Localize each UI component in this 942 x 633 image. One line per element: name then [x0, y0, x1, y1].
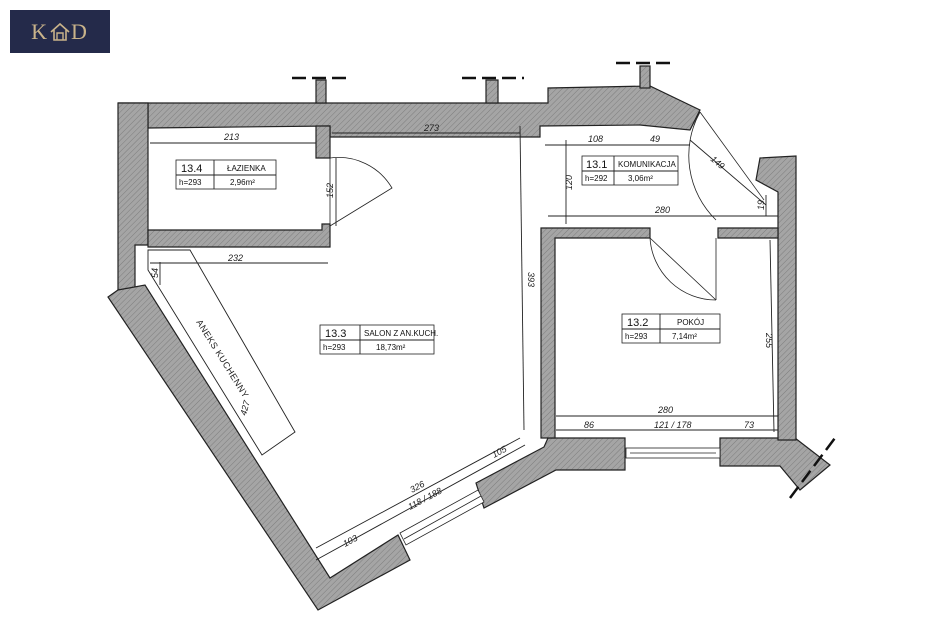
room-id: 13.2: [627, 317, 648, 329]
room-label-13-1: 13.1 KOMUNIKACJA h=292 3,06m²: [581, 155, 679, 186]
dim-273: 273: [423, 123, 439, 133]
room-id: 13.4: [181, 163, 202, 175]
room-area: 18,73m²: [376, 343, 406, 352]
wall-bath-bottom: [147, 223, 331, 248]
dim-86: 86: [584, 420, 594, 430]
chimney-2: [485, 79, 499, 104]
dim-393: 393: [526, 272, 536, 287]
dim-103: 103: [341, 533, 359, 549]
dim-120: 120: [564, 175, 574, 190]
room-label-13-4: 13.4 ŁAZIENKA h=293 2,96m²: [175, 159, 277, 190]
dim-49: 49: [650, 134, 660, 144]
room-area: 7,14m²: [672, 332, 697, 341]
wall-pokoj-top-right: [717, 227, 779, 239]
dim-73: 73: [744, 420, 754, 430]
dim-19: 19: [756, 200, 766, 210]
dim-326: 326: [408, 479, 426, 495]
room-name: KOMUNIKACJA: [618, 160, 676, 169]
room-area: 3,06m²: [628, 174, 653, 183]
dim-121-178: 121 / 178: [654, 420, 692, 430]
logo-letter-d: D: [71, 18, 89, 44]
room-name: SALON Z AN.KUCH.: [364, 329, 438, 338]
dim-427: 427: [238, 398, 252, 416]
room-id: 13.3: [325, 328, 346, 340]
room-name: POKÓJ: [677, 318, 704, 327]
room-label-13-2: 13.2 POKÓJ h=293 7,14m²: [621, 313, 721, 344]
wall-bottom-right: [719, 437, 831, 491]
chimney-3: [639, 65, 651, 89]
doors: [329, 111, 765, 301]
wall-left-diag: [107, 284, 411, 611]
dim-152: 152: [325, 183, 335, 198]
wall-top: [118, 85, 701, 138]
room-name: ŁAZIENKA: [227, 164, 266, 173]
dim-280-top: 280: [654, 205, 670, 215]
axis-marks: [292, 61, 839, 499]
dim-213: 213: [223, 132, 239, 142]
room-height: h=292: [585, 174, 608, 183]
wall-bath-right: [315, 125, 331, 159]
room-label-13-3: 13.3 SALON Z AN.KUCH. h=293 18,73m²: [319, 324, 438, 355]
room-height: h=293: [323, 343, 346, 352]
house-monogram-icon: [50, 22, 70, 41]
room-area: 2,96m²: [230, 178, 255, 187]
dim-54: 54: [150, 268, 160, 278]
chimney-1: [315, 79, 327, 104]
room-id: 13.1: [586, 159, 607, 171]
kitchen-counter: [147, 249, 296, 456]
dim-232: 232: [227, 253, 243, 263]
dimension-lines: [150, 125, 778, 561]
wall-right: [755, 155, 797, 441]
room-height: h=293: [625, 332, 648, 341]
wall-bottom-mid: [475, 437, 626, 509]
dim-280-bottom: 280: [657, 405, 673, 415]
logo-letter-k: K: [31, 18, 49, 44]
dim-255: 255: [764, 332, 774, 349]
wall-pokoj-top: [540, 227, 651, 439]
wall-left-upper: [117, 102, 149, 291]
dim-108: 108: [588, 134, 603, 144]
windows: [399, 447, 721, 546]
brand-logo: K D: [10, 10, 110, 53]
room-height: h=293: [179, 178, 202, 187]
